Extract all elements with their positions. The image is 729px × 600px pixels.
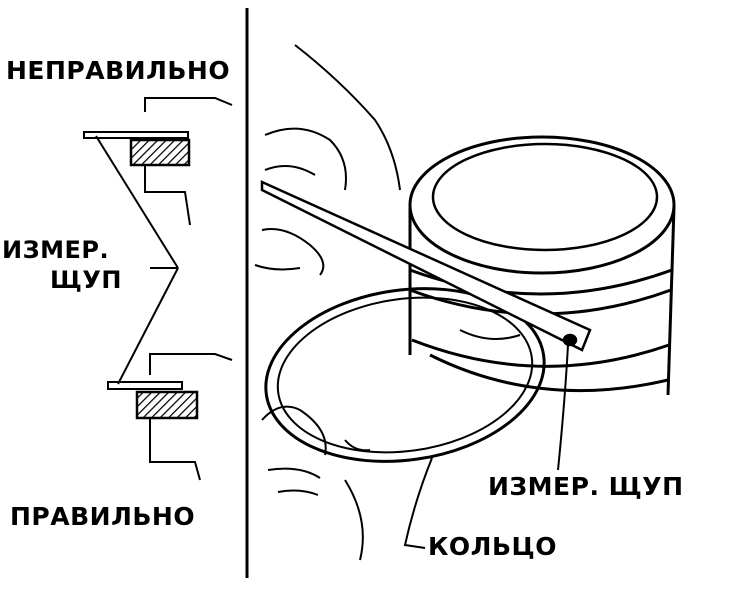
label-correct: ПРАВИЛЬНО bbox=[10, 502, 196, 531]
piston-ring bbox=[264, 287, 546, 463]
right-leader-lines bbox=[403, 344, 569, 549]
label-ring: КОЛЬЦО bbox=[428, 532, 557, 561]
left-leader-lines bbox=[95, 135, 179, 385]
piston bbox=[408, 135, 676, 396]
label-gauge-left-line1: ИЗМЕР. bbox=[2, 236, 110, 264]
label-gauge-left-line2: ЩУП bbox=[50, 266, 122, 294]
correct-detail bbox=[107, 353, 233, 481]
incorrect-detail bbox=[83, 97, 233, 226]
label-incorrect: НЕПРАВИЛЬНО bbox=[6, 56, 231, 85]
label-gauge-right: ИЗМЕР. ЩУП bbox=[488, 472, 684, 501]
feeler-gauge-blade bbox=[260, 180, 592, 352]
